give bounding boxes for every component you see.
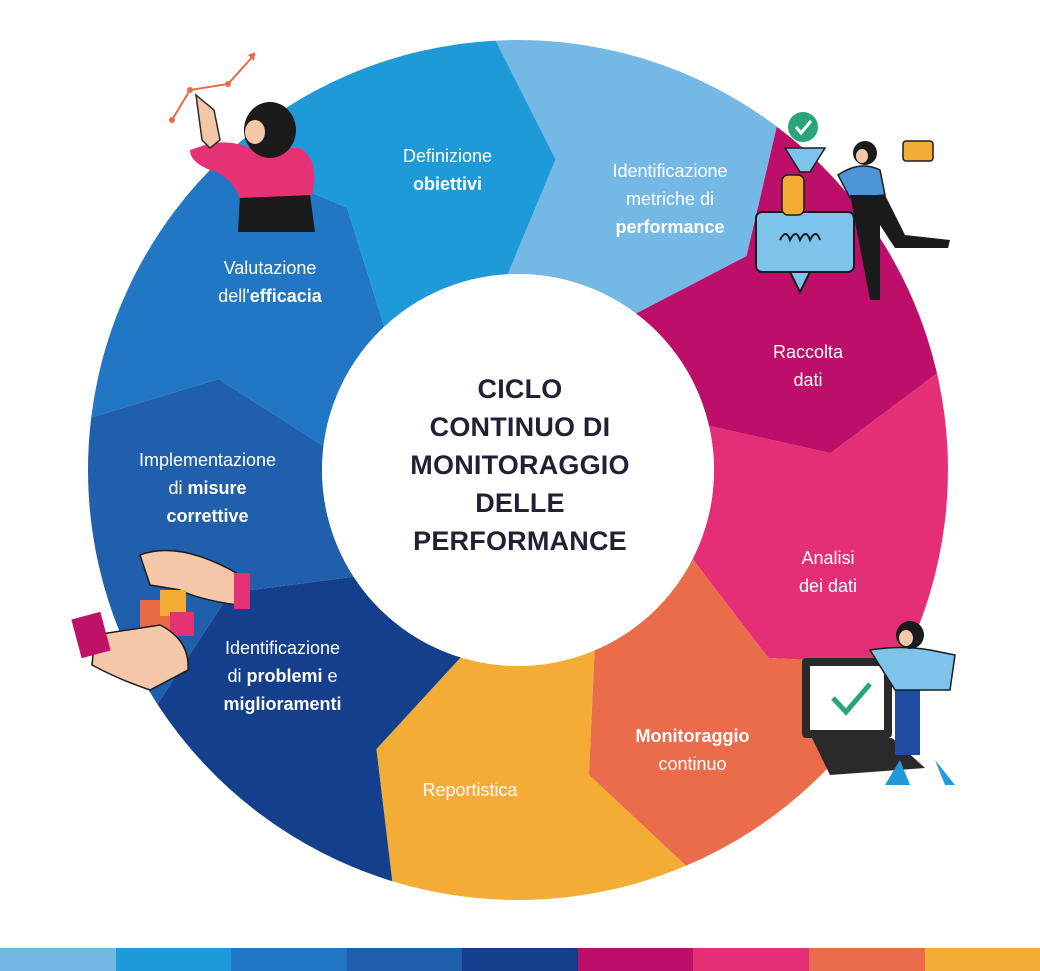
center-title: CICLO CONTINUO DI MONITORAGGIO DELLE PER… <box>380 370 660 560</box>
label-line: e <box>322 666 338 686</box>
segment-monitoraggio-continuo <box>376 650 686 900</box>
title-line: MONITORAGGIO <box>410 450 630 480</box>
segment-label-analisi-dati: Analisi dei dati <box>778 544 878 600</box>
segment-label-definizione-obiettivi: Definizione obiettivi <box>380 142 515 198</box>
segment-valutazione-efficacia <box>224 40 556 327</box>
segment-label-identificazione-metriche: Identificazione metriche di performance <box>595 157 745 241</box>
label-line: di <box>227 666 247 686</box>
label-line: continuo <box>658 754 727 774</box>
title-line: PERFORMANCE <box>413 526 627 556</box>
label-line-bold: Monitoraggio <box>635 726 750 746</box>
label-line: Valutazione <box>223 258 317 278</box>
label-line: dati <box>793 370 823 390</box>
title-line: DELLE <box>475 488 565 518</box>
woman-laptop-illustration <box>802 621 956 785</box>
bottom-bar-swatch <box>231 948 347 971</box>
label-line-bold: performance <box>615 217 725 237</box>
label-line-bold: correttive <box>166 506 249 526</box>
label-line: metriche di <box>625 189 715 209</box>
woman-chart-illustration <box>169 52 315 232</box>
bottom-bar-swatch <box>924 948 1040 971</box>
label-line: Analisi <box>801 548 855 568</box>
segment-label-valutazione-efficacia: Valutazione dell'efficacia <box>200 254 340 310</box>
segment-reportistica <box>157 576 461 882</box>
label-line: di <box>168 478 188 498</box>
label-line-bold: problemi <box>246 666 323 686</box>
title-line: CONTINUO DI <box>429 412 611 442</box>
bottom-bar-swatch <box>0 948 116 971</box>
segment-label-raccolta-dati: Raccolta dati <box>758 338 858 394</box>
title-line: CICLO <box>477 374 563 404</box>
label-line-bold: miglioramenti <box>223 694 342 714</box>
segment-label-implementazione-misure: Implementazione di misure correttive <box>115 446 300 530</box>
hands-puzzle-illustration <box>71 549 250 691</box>
segment-analisi-dati <box>588 559 902 866</box>
segment-definizione-obiettivi <box>495 40 777 314</box>
segment-label-identificazione-problemi: Identificazione di problemi e migliorame… <box>200 634 365 718</box>
label-line: Identificazione <box>224 638 341 658</box>
label-line: Raccolta <box>772 342 844 362</box>
segment-raccolta-dati <box>692 373 948 666</box>
label-line-bold: obiettivi <box>412 174 482 194</box>
label-line: Identificazione <box>612 161 728 181</box>
bottom-bar-swatch <box>693 948 809 971</box>
label-line: Definizione <box>402 146 493 166</box>
label-line: dell' <box>218 286 250 306</box>
bottom-bar-swatch <box>346 948 463 971</box>
label-line: Reportistica <box>422 780 518 800</box>
center-circle <box>322 274 714 666</box>
bottom-bar-swatch <box>808 948 925 971</box>
bottom-bar-swatch <box>115 948 232 971</box>
segment-label-monitoraggio-continuo: Monitoraggio continuo <box>615 722 770 778</box>
bottom-color-bar <box>0 948 1040 971</box>
label-line-bold: efficacia <box>249 286 322 306</box>
bottom-bar-swatch <box>577 948 694 971</box>
segment-label-reportistica: Reportistica <box>400 776 540 804</box>
label-line-bold: misure <box>187 478 247 498</box>
woman-funnel-illustration <box>755 112 950 300</box>
label-line: Implementazione <box>138 450 277 470</box>
label-line: dei dati <box>798 576 858 596</box>
bottom-bar-swatch <box>462 948 578 971</box>
segment-identificazione-metriche <box>636 126 937 454</box>
